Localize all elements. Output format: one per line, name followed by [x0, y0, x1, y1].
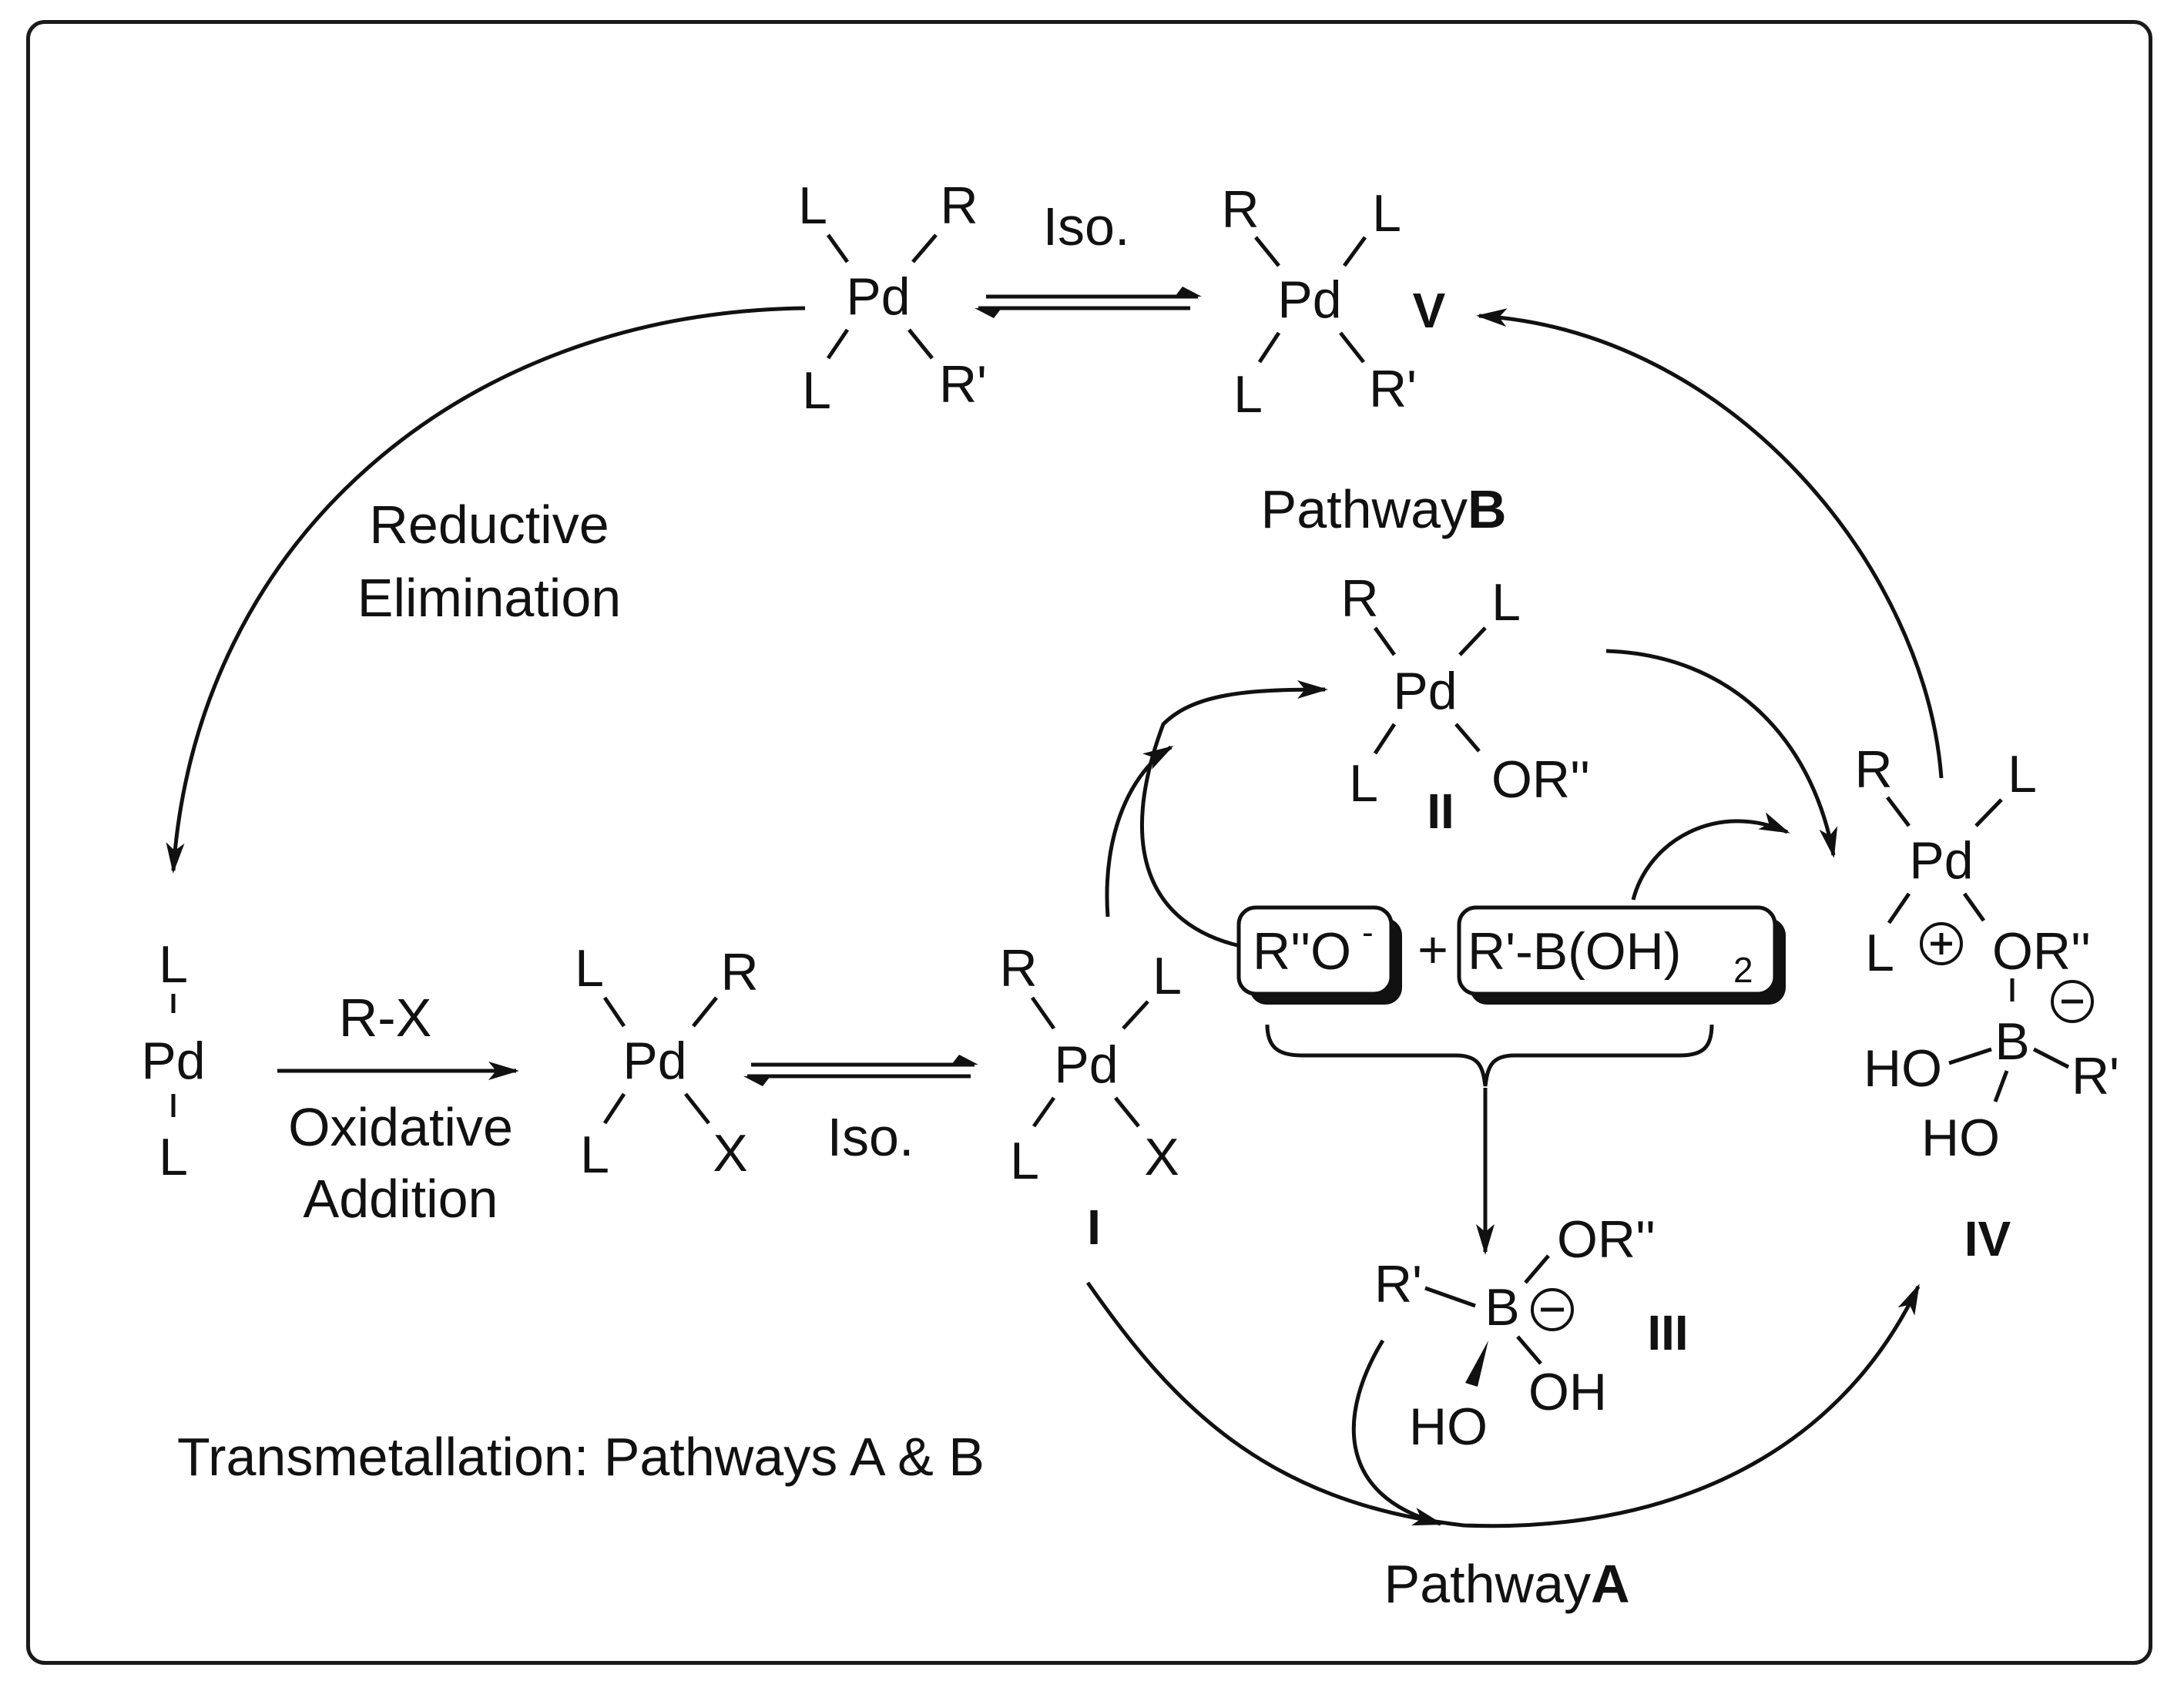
- pd-complex-iv: Pd R L L OR'' B HO R' HO IV: [1854, 740, 2119, 1267]
- ligand-l: L: [1010, 1132, 1039, 1190]
- compound-label-v: V: [1413, 283, 1446, 338]
- ligand-l: L: [1233, 365, 1263, 424]
- pathway-b-prefix: Pathway: [1261, 479, 1468, 539]
- pd-complex-v: Pd R L L R' V: [1221, 180, 1445, 424]
- hydroxyl-ho: HO: [1921, 1109, 2000, 1167]
- ligand-l: L: [580, 1126, 609, 1184]
- arrow-i-to-iv-pathway-a: [1085, 1281, 1921, 1528]
- rx-reagent-label: R-X: [339, 988, 432, 1048]
- pd0-complex: L Pd L: [141, 935, 205, 1186]
- substituent-r-prime: R': [939, 355, 987, 414]
- ligand-l: L: [802, 361, 831, 420]
- substituent-r: R: [1340, 569, 1378, 628]
- substituent-r-prime: R': [1369, 360, 1417, 418]
- hydroxyl-ho: HO: [1864, 1039, 1942, 1098]
- ligand-l: L: [159, 1128, 188, 1186]
- compound-label-iv: IV: [1964, 1211, 2011, 1267]
- alkoxide-reagent-box: R''O -: [1236, 905, 1402, 1005]
- pd-atom: Pd: [622, 1032, 686, 1090]
- boron-atom: B: [1994, 1012, 2029, 1071]
- diagram-frame: [26, 20, 2152, 1665]
- boronic-subscript: 2: [1733, 950, 1753, 990]
- alkoxy-or: OR'': [1557, 1210, 1656, 1269]
- ligand-l: L: [575, 939, 604, 998]
- halide-x: X: [1144, 1128, 1179, 1186]
- iso-label-bottom: Iso.: [827, 1107, 914, 1167]
- iso-label-top: Iso.: [1043, 196, 1130, 257]
- arrow-i-to-ii: [1105, 745, 1174, 918]
- ligand-l: L: [798, 176, 827, 235]
- bridging-or: OR'': [1992, 922, 2091, 981]
- ligand-l: L: [1491, 573, 1521, 632]
- alkoxide-or: OR'': [1491, 750, 1590, 809]
- ligand-l: L: [1349, 754, 1378, 813]
- boronic-formula: R'-B(OH): [1468, 922, 1681, 981]
- combining-bracket: [1265, 1024, 1714, 1087]
- boronic-to-iv-arrow: [1631, 812, 1790, 901]
- substituent-r-prime: R': [2072, 1047, 2119, 1106]
- boron-atom: B: [1485, 1278, 1519, 1337]
- halide-x: X: [713, 1124, 747, 1183]
- alkoxide-formula: R''O: [1253, 922, 1351, 981]
- pd-atom: Pd: [1277, 270, 1341, 329]
- compound-label-i: I: [1087, 1199, 1101, 1255]
- pd-atom: Pd: [141, 1032, 205, 1090]
- oxidative-label: Oxidative: [288, 1097, 513, 1157]
- arrow-ii-to-iv: [1605, 649, 1838, 858]
- compound-label-ii: II: [1427, 783, 1454, 839]
- pathway-a-letter: A: [1591, 1554, 1630, 1614]
- ligand-l: L: [1865, 924, 1894, 982]
- pathway-b-letter: B: [1468, 479, 1507, 539]
- arrow-iii-to-pathway-a: [1351, 1339, 1444, 1526]
- equilibrium-arrows-top: [975, 287, 1202, 318]
- substituent-r: R: [720, 943, 758, 1002]
- substituent-r-prime: R': [1374, 1255, 1422, 1314]
- elimination-label: Elimination: [357, 568, 621, 628]
- compound-label-iii: III: [1647, 1305, 1688, 1361]
- pd-atom: Pd: [1393, 662, 1457, 720]
- reductive-label: Reductive: [369, 495, 609, 555]
- substituent-r: R: [999, 939, 1037, 998]
- alkoxide-to-ii-arrow: [1140, 680, 1328, 948]
- pd-atom: Pd: [1054, 1035, 1118, 1094]
- hydroxyl-ho: HO: [1409, 1397, 1488, 1456]
- ligand-l: L: [1372, 184, 1401, 243]
- ligand-l: L: [159, 935, 188, 994]
- plus-sign: +: [1417, 921, 1448, 979]
- addition-label: Addition: [304, 1169, 498, 1229]
- pd-atom: Pd: [1909, 831, 1973, 890]
- pd-complex-ii: Pd R L L OR'' II: [1340, 569, 1590, 839]
- reductive-elimination-arrow: [166, 306, 806, 874]
- boronic-acid-box: R'-B(OH) 2: [1457, 905, 1786, 1005]
- substituent-r: R: [1854, 740, 1892, 799]
- substituent-r: R: [940, 176, 978, 235]
- transmetallation-caption: Transmetallation: Pathways A & B: [177, 1427, 985, 1487]
- hydroxyl-oh: OH: [1528, 1363, 1607, 1421]
- boronate-iii: B R' OR'' OH HO III: [1374, 1210, 1689, 1456]
- pd-atom: Pd: [846, 267, 910, 326]
- pd-complex-cis-top: Pd L R L R': [798, 176, 987, 420]
- ligand-l: L: [1152, 947, 1182, 1005]
- equilibrium-arrows-bottom: [743, 1055, 978, 1086]
- alkoxide-charge: -: [1362, 914, 1374, 951]
- arrow-iv-to-v: [1476, 308, 1944, 779]
- substituent-r: R: [1221, 180, 1259, 239]
- pd-complex-i: Pd R L L X I: [999, 939, 1181, 1255]
- pathway-a-prefix: Pathway: [1384, 1554, 1591, 1614]
- ligand-l: L: [2008, 745, 2037, 804]
- pd-complex-oa: Pd L R L X: [575, 939, 758, 1184]
